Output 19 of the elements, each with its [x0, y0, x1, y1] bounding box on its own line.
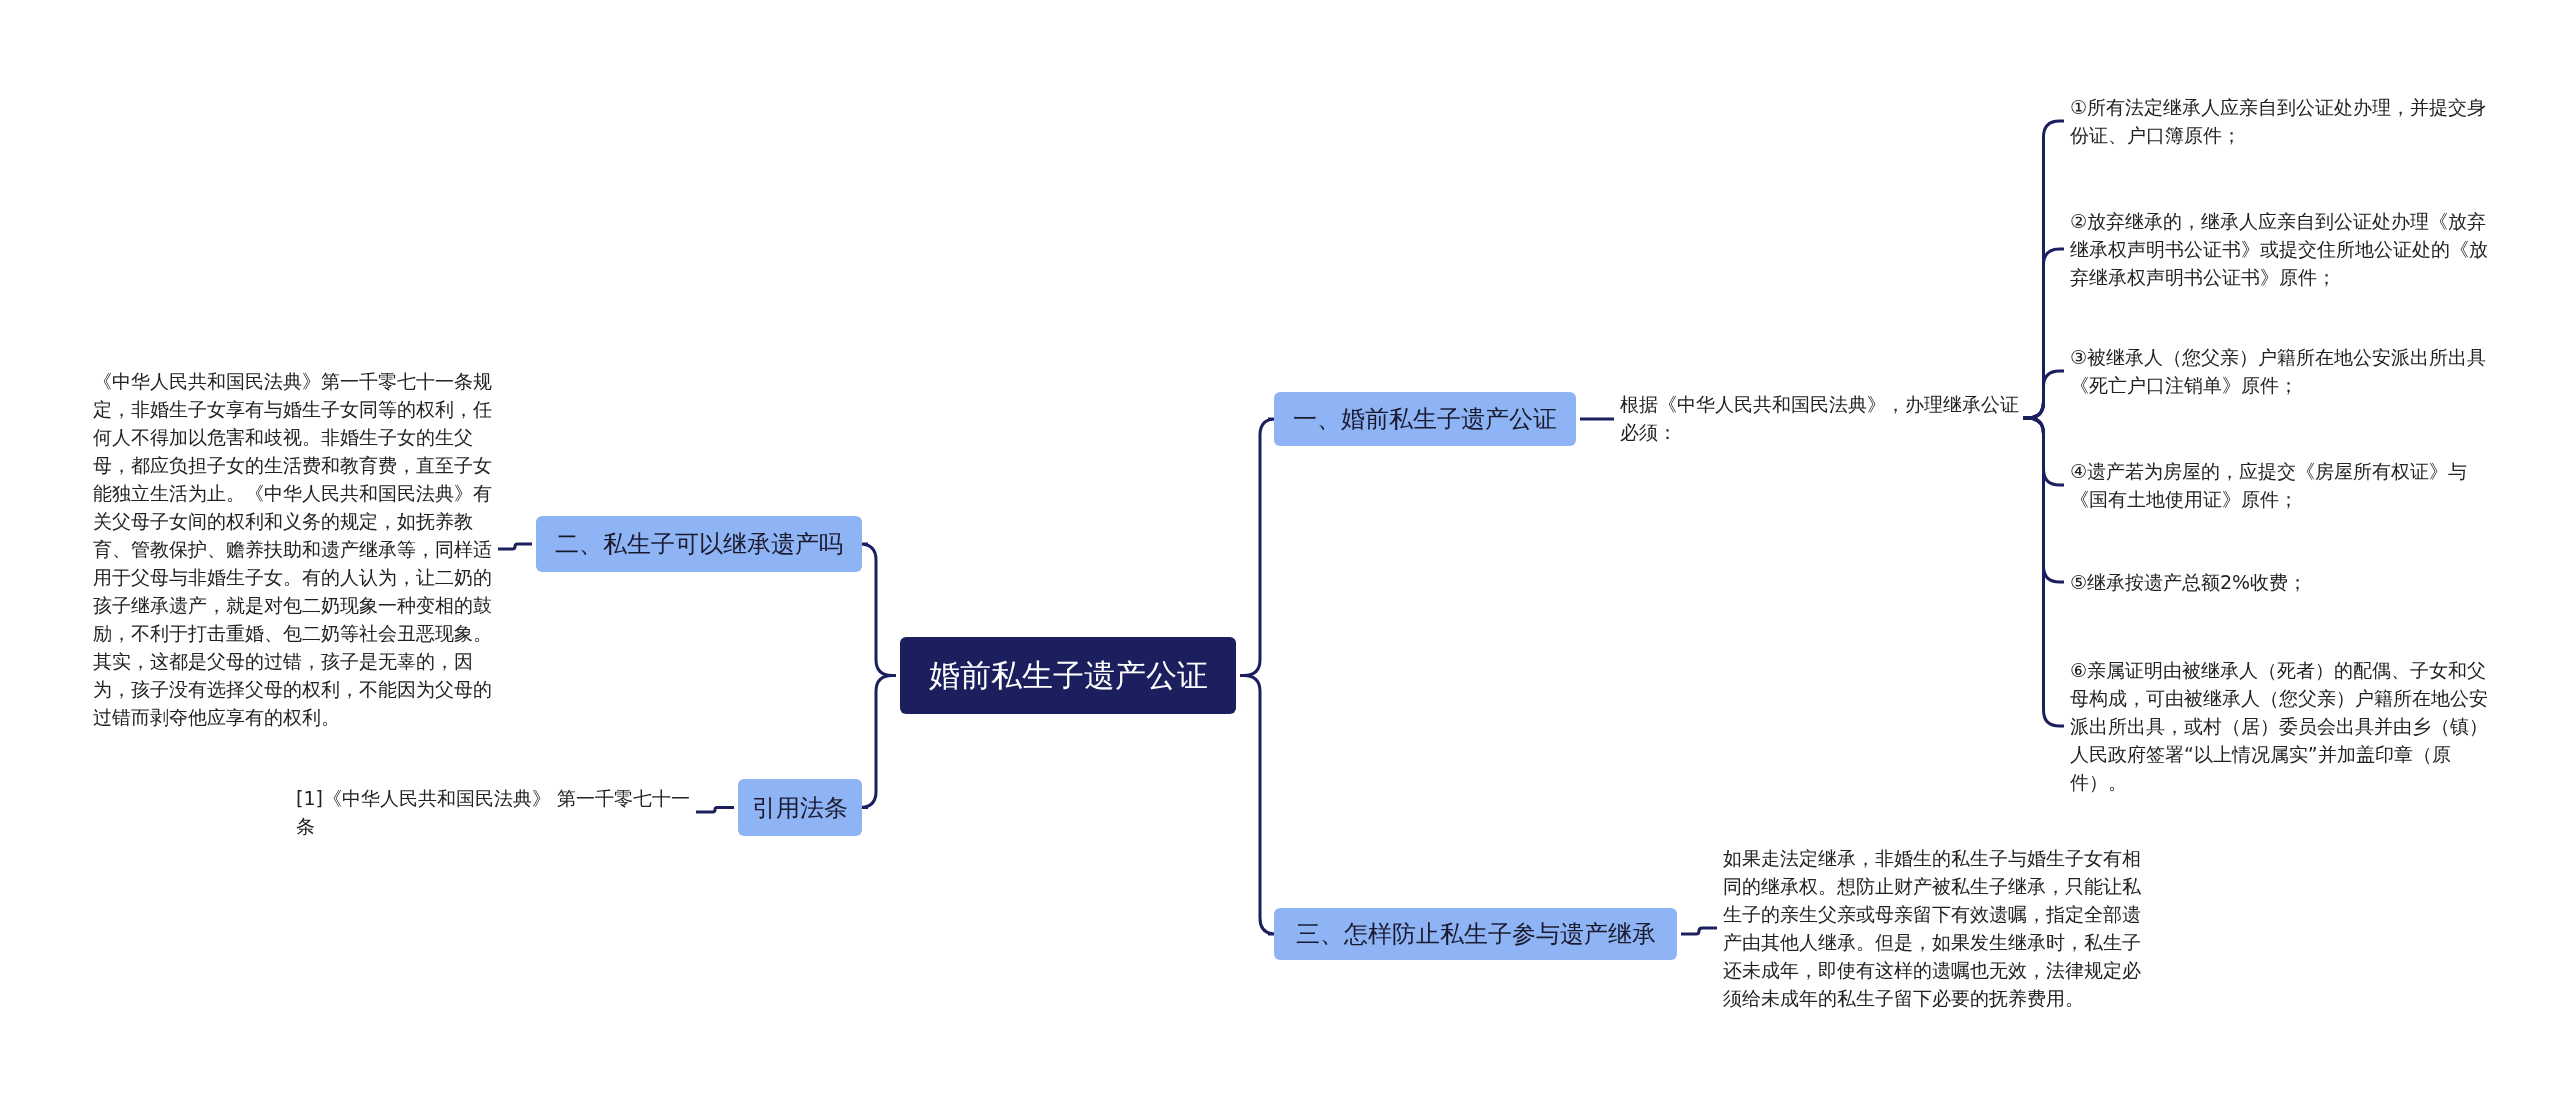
- note-text: 根据《中华人民共和国民法典》，办理继承公证必须：: [1620, 390, 2030, 446]
- note-text: ④遗产若为房屋的，应提交《房屋所有权证》与《国有土地使用证》原件；: [2070, 457, 2490, 513]
- note-text: 如果走法定继承，非婚生的私生子与婚生子女有相同的继承权。想防止财产被私生子继承，只能让私生子的亲生父亲或母亲留下有效遗嘱，指定全部遗产由其他人继承。但是，如果发生继承时，私生子还未成年，即使有这样的遗嘱也无效，法律规定必须给未成年的私生子留下必要的抚养费用。: [1723, 844, 2143, 1012]
- topic-box: 引用法条: [738, 779, 862, 836]
- connector-line: [498, 542, 532, 551]
- note-text: ⑤继承按遗产总额2%收费；: [2070, 568, 2490, 596]
- note-text: 《中华人民共和国民法典》第一千零七十一条规定，非婚生子女享有与婚生子女同等的权利，任何人不得加以危害和歧视。非婚生子女的生父母，都应负担子女的生活费和教育费，直至子女能独立生活为止。《中华人民共和国民法典》有关父母子女间的权利和义务的规定，如抚养教育、管教保护、赡养扶助和遗产继承等，同样适用于父母与非婚生子女。有的人认为，让二奶的孩子继承遗产，就是对包二奶现象一种变相的鼓励，不利于打击重婚、包二奶等社会丑恶现象。其实，这都是父母的过错，孩子是无辜的，因为，孩子没有选择父母的权利，不能因为父母的过错而剥夺他应享有的权利。: [93, 367, 503, 731]
- note-text: ①所有法定继承人应亲自到公证处办理，并提交身份证、户口簿原件；: [2070, 93, 2490, 149]
- connector-line: [695, 806, 734, 814]
- topic-box: 三、怎样防止私生子参与遗产继承: [1274, 908, 1677, 960]
- topic-box: 二、私生子可以继承遗产吗: [536, 516, 862, 572]
- central-topic-box: 婚前私生子遗产公证: [900, 637, 1236, 714]
- connector-line: [1681, 926, 1717, 936]
- topic-box: 一、婚前私生子遗产公证: [1274, 392, 1576, 446]
- note-text: [1]《中华人民共和国民法典》 第一千零七十一条: [296, 784, 696, 840]
- note-text: ③被继承人（您父亲）户籍所在地公安派出所出具《死亡户口注销单》原件；: [2070, 343, 2490, 399]
- note-text: ⑥亲属证明由被继承人（死者）的配偶、子女和父母构成，可由被继承人（您父亲）户籍所在地公安派出所出具，或村（居）委员会出具并由乡（镇）人民政府签署“以上情况属实”并加盖印章（原件）。: [2070, 656, 2490, 796]
- connector-line: [1580, 417, 1614, 421]
- note-text: ②放弃继承的，继承人应亲自到公证处办理《放弃继承权声明书公证书》或提交住所地公证处的《放弃继承权声明书公证书》原件；: [2070, 207, 2490, 291]
